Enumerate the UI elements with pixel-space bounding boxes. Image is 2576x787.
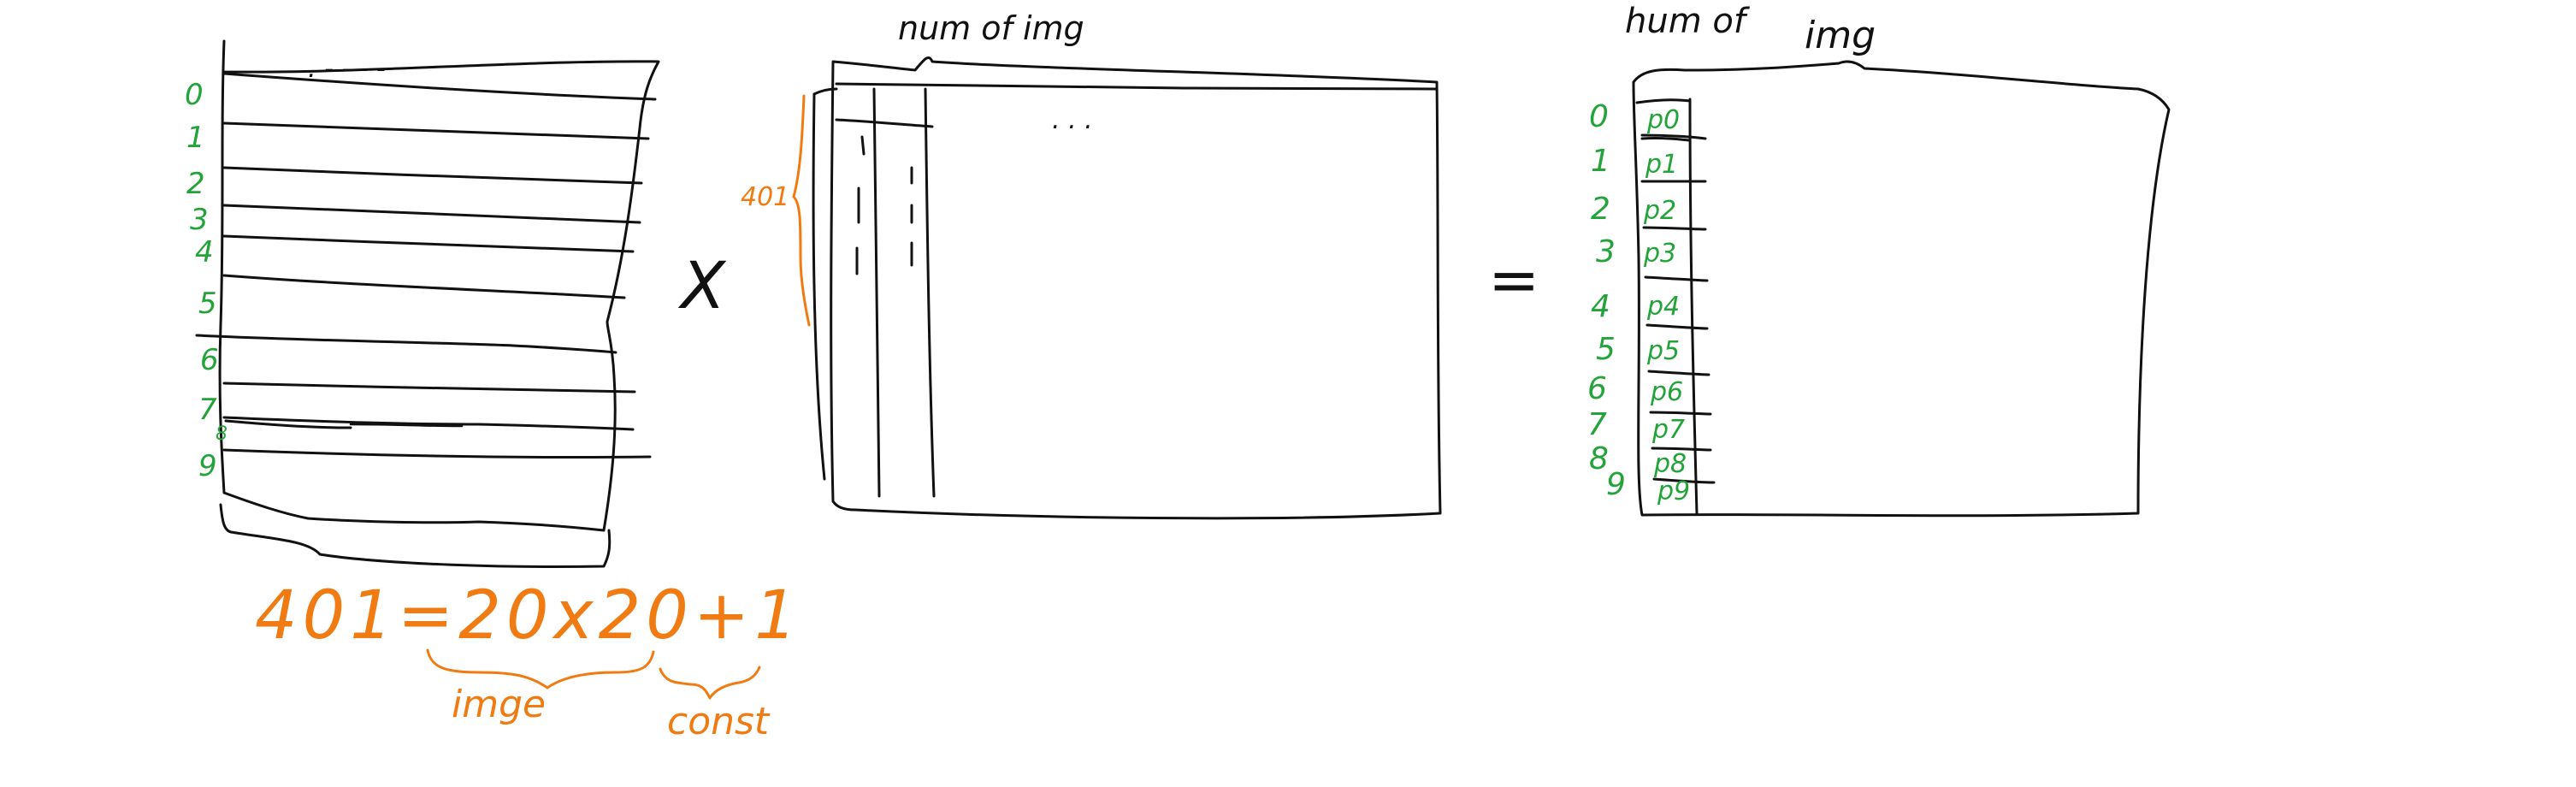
right-cell-label: p3: [1643, 239, 1676, 269]
left-row-label: 3: [190, 203, 209, 237]
right-row-label: 1: [1591, 144, 1610, 179]
right-cell-label: p0: [1646, 105, 1680, 135]
right-row-label: 8: [1589, 441, 1609, 476]
right-matrix-outline: [1632, 60, 2171, 518]
right-row-label: 3: [1596, 234, 1616, 269]
right-cell-label: p1: [1645, 150, 1678, 180]
left-row-label: 4: [195, 235, 214, 269]
right-cell-label: p4: [1646, 292, 1680, 322]
left-row-label: 9: [198, 449, 217, 483]
left-matrix: . - - - - 0 1 234 5 6 78 9: [185, 39, 660, 568]
right-cell-label: p6: [1650, 377, 1683, 407]
right-row-label: 9: [1606, 467, 1626, 502]
times-operator: X: [677, 247, 727, 323]
equation-const-label: const: [667, 700, 771, 743]
right-row-label: 2: [1591, 192, 1610, 227]
left-matrix-outline: [218, 39, 660, 532]
equation: 401=20x20+1 imge const: [255, 577, 802, 743]
right-cell-label: p8: [1653, 449, 1687, 479]
left-row-label: 6: [200, 343, 219, 377]
left-row-label: 8: [216, 423, 227, 445]
left-row-label: 2: [186, 167, 205, 201]
middle-matrix: num of img 401 . . .: [741, 9, 1442, 520]
right-cell-label: p5: [1646, 336, 1680, 366]
equals-operator: =: [1488, 244, 1539, 316]
right-row-label: 0: [1589, 99, 1609, 134]
left-row-label: 0: [185, 78, 204, 112]
right-row-label: 5: [1596, 332, 1616, 367]
right-cell-label: p7: [1651, 415, 1685, 445]
left-row-label: 7: [198, 393, 217, 427]
right-row-label: 7: [1587, 407, 1607, 442]
middle-matrix-side-label: 401: [741, 182, 789, 212]
left-matrix-top-dots: . - - - -: [308, 54, 386, 84]
right-row-label: 6: [1587, 371, 1607, 406]
middle-matrix-outline: [830, 56, 1442, 520]
right-row-label: 4: [1591, 289, 1610, 324]
right-matrix-top-label-a: hum of: [1625, 2, 1751, 41]
middle-matrix-dots: . . .: [1052, 105, 1093, 135]
left-matrix-row-labels: 0 1 234 5 6 78 9: [185, 78, 227, 483]
equation-image-label: imge: [452, 683, 546, 726]
right-matrix-top-label-b: img: [1805, 14, 1876, 57]
left-row-label: 5: [198, 287, 217, 321]
left-row-label: 1: [186, 121, 205, 155]
equation-formula: 401=20x20+1: [255, 577, 802, 654]
middle-matrix-top-label: num of img: [898, 9, 1084, 47]
right-cell-label: p2: [1643, 196, 1676, 226]
right-cell-label: p9: [1657, 476, 1690, 506]
